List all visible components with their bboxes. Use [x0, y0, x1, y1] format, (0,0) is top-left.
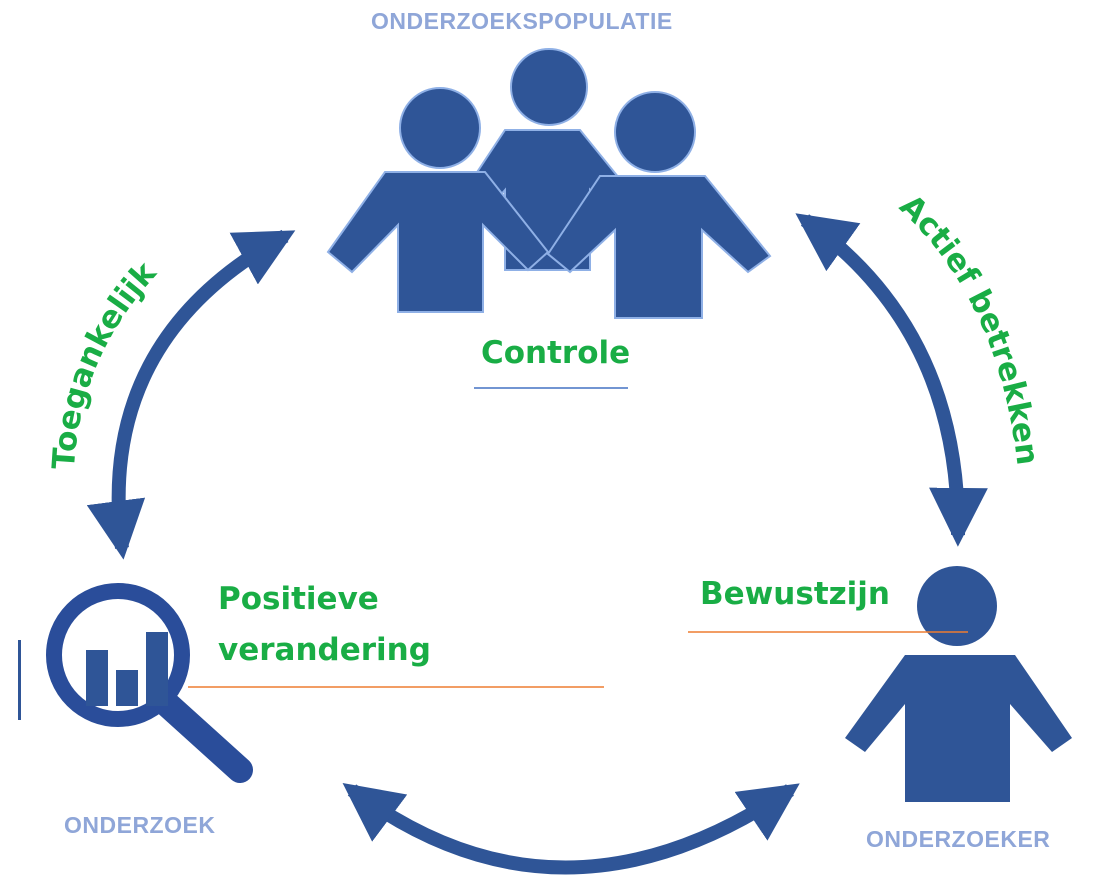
- person-icon: [845, 566, 1072, 802]
- arrow-label-right: Actief betrekken: [893, 188, 1046, 467]
- arrow-bottom: [342, 782, 800, 875]
- population-label: ONDERZOEKSPOPULATIE: [371, 8, 673, 34]
- magnifier-chart-icon: [18, 583, 253, 783]
- arrow-left: [86, 229, 296, 560]
- change-label-line2: verandering: [218, 632, 431, 668]
- control-label: Controle: [481, 335, 631, 371]
- awareness-label: Bewustzijn: [700, 576, 890, 612]
- research-label: ONDERZOEK: [64, 812, 216, 838]
- researcher-label: ONDERZOEKER: [866, 826, 1051, 852]
- arrow-right: [795, 213, 988, 547]
- change-label-line1: Positieve: [218, 581, 379, 617]
- arrow-label-right-path: Actief betrekken: [893, 188, 1046, 467]
- group-of-people-icon: [326, 48, 772, 319]
